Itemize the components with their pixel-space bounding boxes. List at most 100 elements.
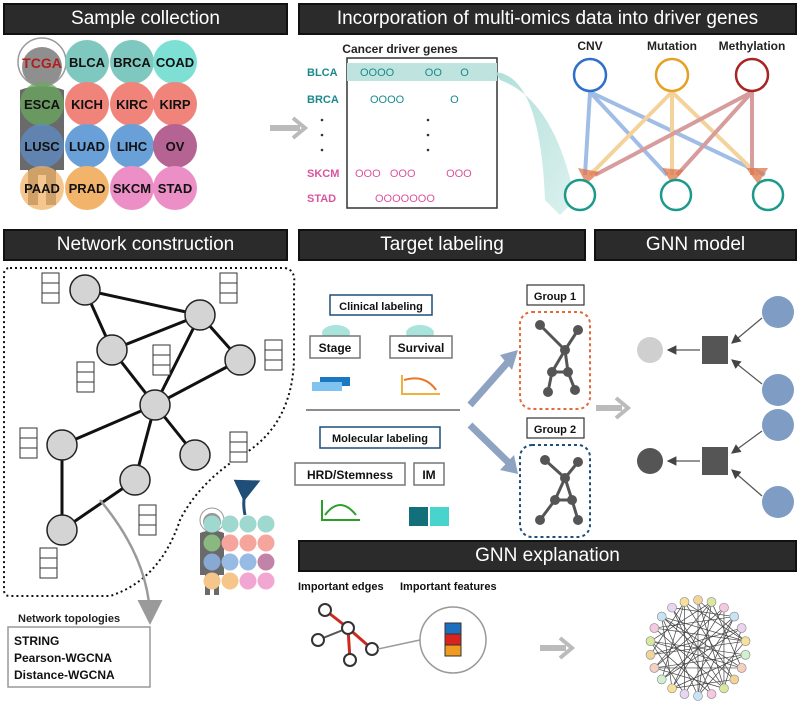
circular-network-node: [740, 650, 751, 660]
topology-distance: Distance-WGCNA: [14, 668, 115, 682]
node-feature-vectors: [19, 272, 283, 579]
row-marks-stad: OOOOOOO: [375, 193, 435, 205]
cancer-coad: COAD: [153, 40, 197, 84]
stage-label: Stage: [319, 341, 352, 355]
mini-cancer-cell: [257, 534, 275, 552]
gnn-input-nodes: [762, 296, 794, 518]
mini-cancer-cell: [203, 534, 221, 552]
omics-connections: [583, 90, 766, 177]
cancer-label: KIRP: [159, 97, 190, 112]
mini-cancer-cell: [203, 572, 221, 590]
row-label-stad: STAD: [307, 193, 336, 205]
hrd-curve-icon: [324, 504, 357, 516]
circular-network-node: [656, 611, 667, 622]
table-ellipsis: [320, 118, 430, 152]
arrow-to-group2: [467, 422, 511, 465]
mini-cancer-cell: [221, 553, 239, 571]
circular-network-node: [719, 602, 729, 613]
feature-vector: [152, 344, 171, 376]
molecular-labeling-box: [319, 426, 441, 449]
mutation-node: [654, 57, 690, 93]
group1-nodes: [535, 320, 583, 397]
circular-network-node: [729, 611, 740, 622]
survival-label: Survival: [398, 341, 445, 355]
mini-cancer-cell: [203, 553, 221, 571]
feature-vector: [39, 547, 58, 579]
network-boundary: [3, 267, 296, 597]
topologies-box: [7, 626, 151, 688]
mini-cancer-cell: [257, 515, 275, 533]
circular-network-node: [736, 623, 747, 633]
hrd-box: [294, 462, 406, 486]
circular-network-node: [649, 623, 660, 633]
gnn-aggregator-1: [702, 336, 728, 364]
explanation-circular-network: [645, 595, 751, 701]
cancer-label: OV: [166, 139, 185, 154]
cnv-label: CNV: [577, 39, 602, 53]
cancer-blca: BLCA: [65, 40, 109, 84]
cancer-kich: KICH: [65, 82, 109, 126]
arrow-to-group1-head: [500, 350, 518, 370]
row-label-skcm: SKCM: [307, 168, 339, 180]
stage-icon-dark: [320, 377, 350, 386]
gene-node-2: [659, 178, 693, 212]
mini-cancer-cell: [239, 553, 257, 571]
circular-network-node: [740, 636, 751, 646]
feature-vector: [138, 504, 157, 536]
cancer-kirp: KIRP: [153, 82, 197, 126]
circular-network-node: [656, 674, 667, 685]
circular-network-node: [729, 674, 740, 685]
flow-arrow-2-head: [614, 396, 632, 420]
gnn-aggregator-2: [702, 447, 728, 475]
hrd-label: HRD/Stemness: [307, 468, 393, 482]
cancer-label: PAAD: [24, 181, 60, 196]
mapping-sweep: [495, 72, 575, 215]
cancer-brca: BRCA: [110, 40, 154, 84]
feature-cell-2: [444, 633, 462, 646]
mini-cancer-cell: [239, 515, 257, 533]
mini-cancer-cell: [221, 515, 239, 533]
mini-cancer-cell: [221, 572, 239, 590]
row-marks-blca: OOOO OO O: [360, 67, 469, 79]
cancer-esca: ESCA: [20, 82, 64, 126]
cancer-label: BRCA: [113, 55, 151, 70]
mini-cancer-cell: [221, 534, 239, 552]
cancer-skcm: SKCM: [110, 166, 154, 210]
stage-box: [309, 335, 361, 359]
mini-cancer-cell: [203, 515, 221, 533]
cancer-paad: PAAD: [20, 166, 64, 210]
feature-vector: [219, 272, 238, 304]
feature-cell-1: [444, 622, 462, 635]
gnn-model-header: GNN model: [594, 229, 797, 261]
stage-icon-light: [312, 382, 342, 391]
group2-label: Group 2: [534, 424, 576, 436]
cancer-label: LIHC: [117, 139, 148, 154]
group2-border: [519, 444, 591, 538]
circular-network-node: [736, 663, 747, 673]
clinical-labeling-box: [329, 294, 433, 316]
network-nodes: [46, 274, 256, 546]
cnv-node: [572, 57, 608, 93]
important-features-label: Important features: [400, 581, 497, 593]
group1-label: Group 1: [534, 291, 576, 303]
circular-network-node: [667, 683, 677, 694]
cancer-lihc: LIHC: [110, 124, 154, 168]
methylation-node: [734, 57, 770, 93]
topology-arrow: [99, 499, 163, 625]
cancer-ov: OV: [153, 124, 197, 168]
gene-node-3: [751, 178, 785, 212]
row-marks-brca: OOOO O: [370, 94, 459, 106]
methylation-label: Methylation: [719, 39, 786, 53]
feature-vector: [19, 427, 38, 459]
topology-pearson: Pearson-WGCNA: [14, 651, 112, 665]
survival-axes-icon: [401, 375, 440, 395]
mini-cancer-cell: [257, 553, 275, 571]
circular-network-node: [649, 663, 660, 673]
circular-network-node: [667, 602, 677, 613]
important-edges-label: Important edges: [298, 581, 384, 593]
cancer-label: LUAD: [69, 139, 105, 154]
gnn-edges: [666, 317, 763, 497]
im-icon-light: [430, 507, 449, 526]
cancer-lusc: LUSC: [20, 124, 64, 168]
cancer-stad: STAD: [153, 166, 197, 210]
